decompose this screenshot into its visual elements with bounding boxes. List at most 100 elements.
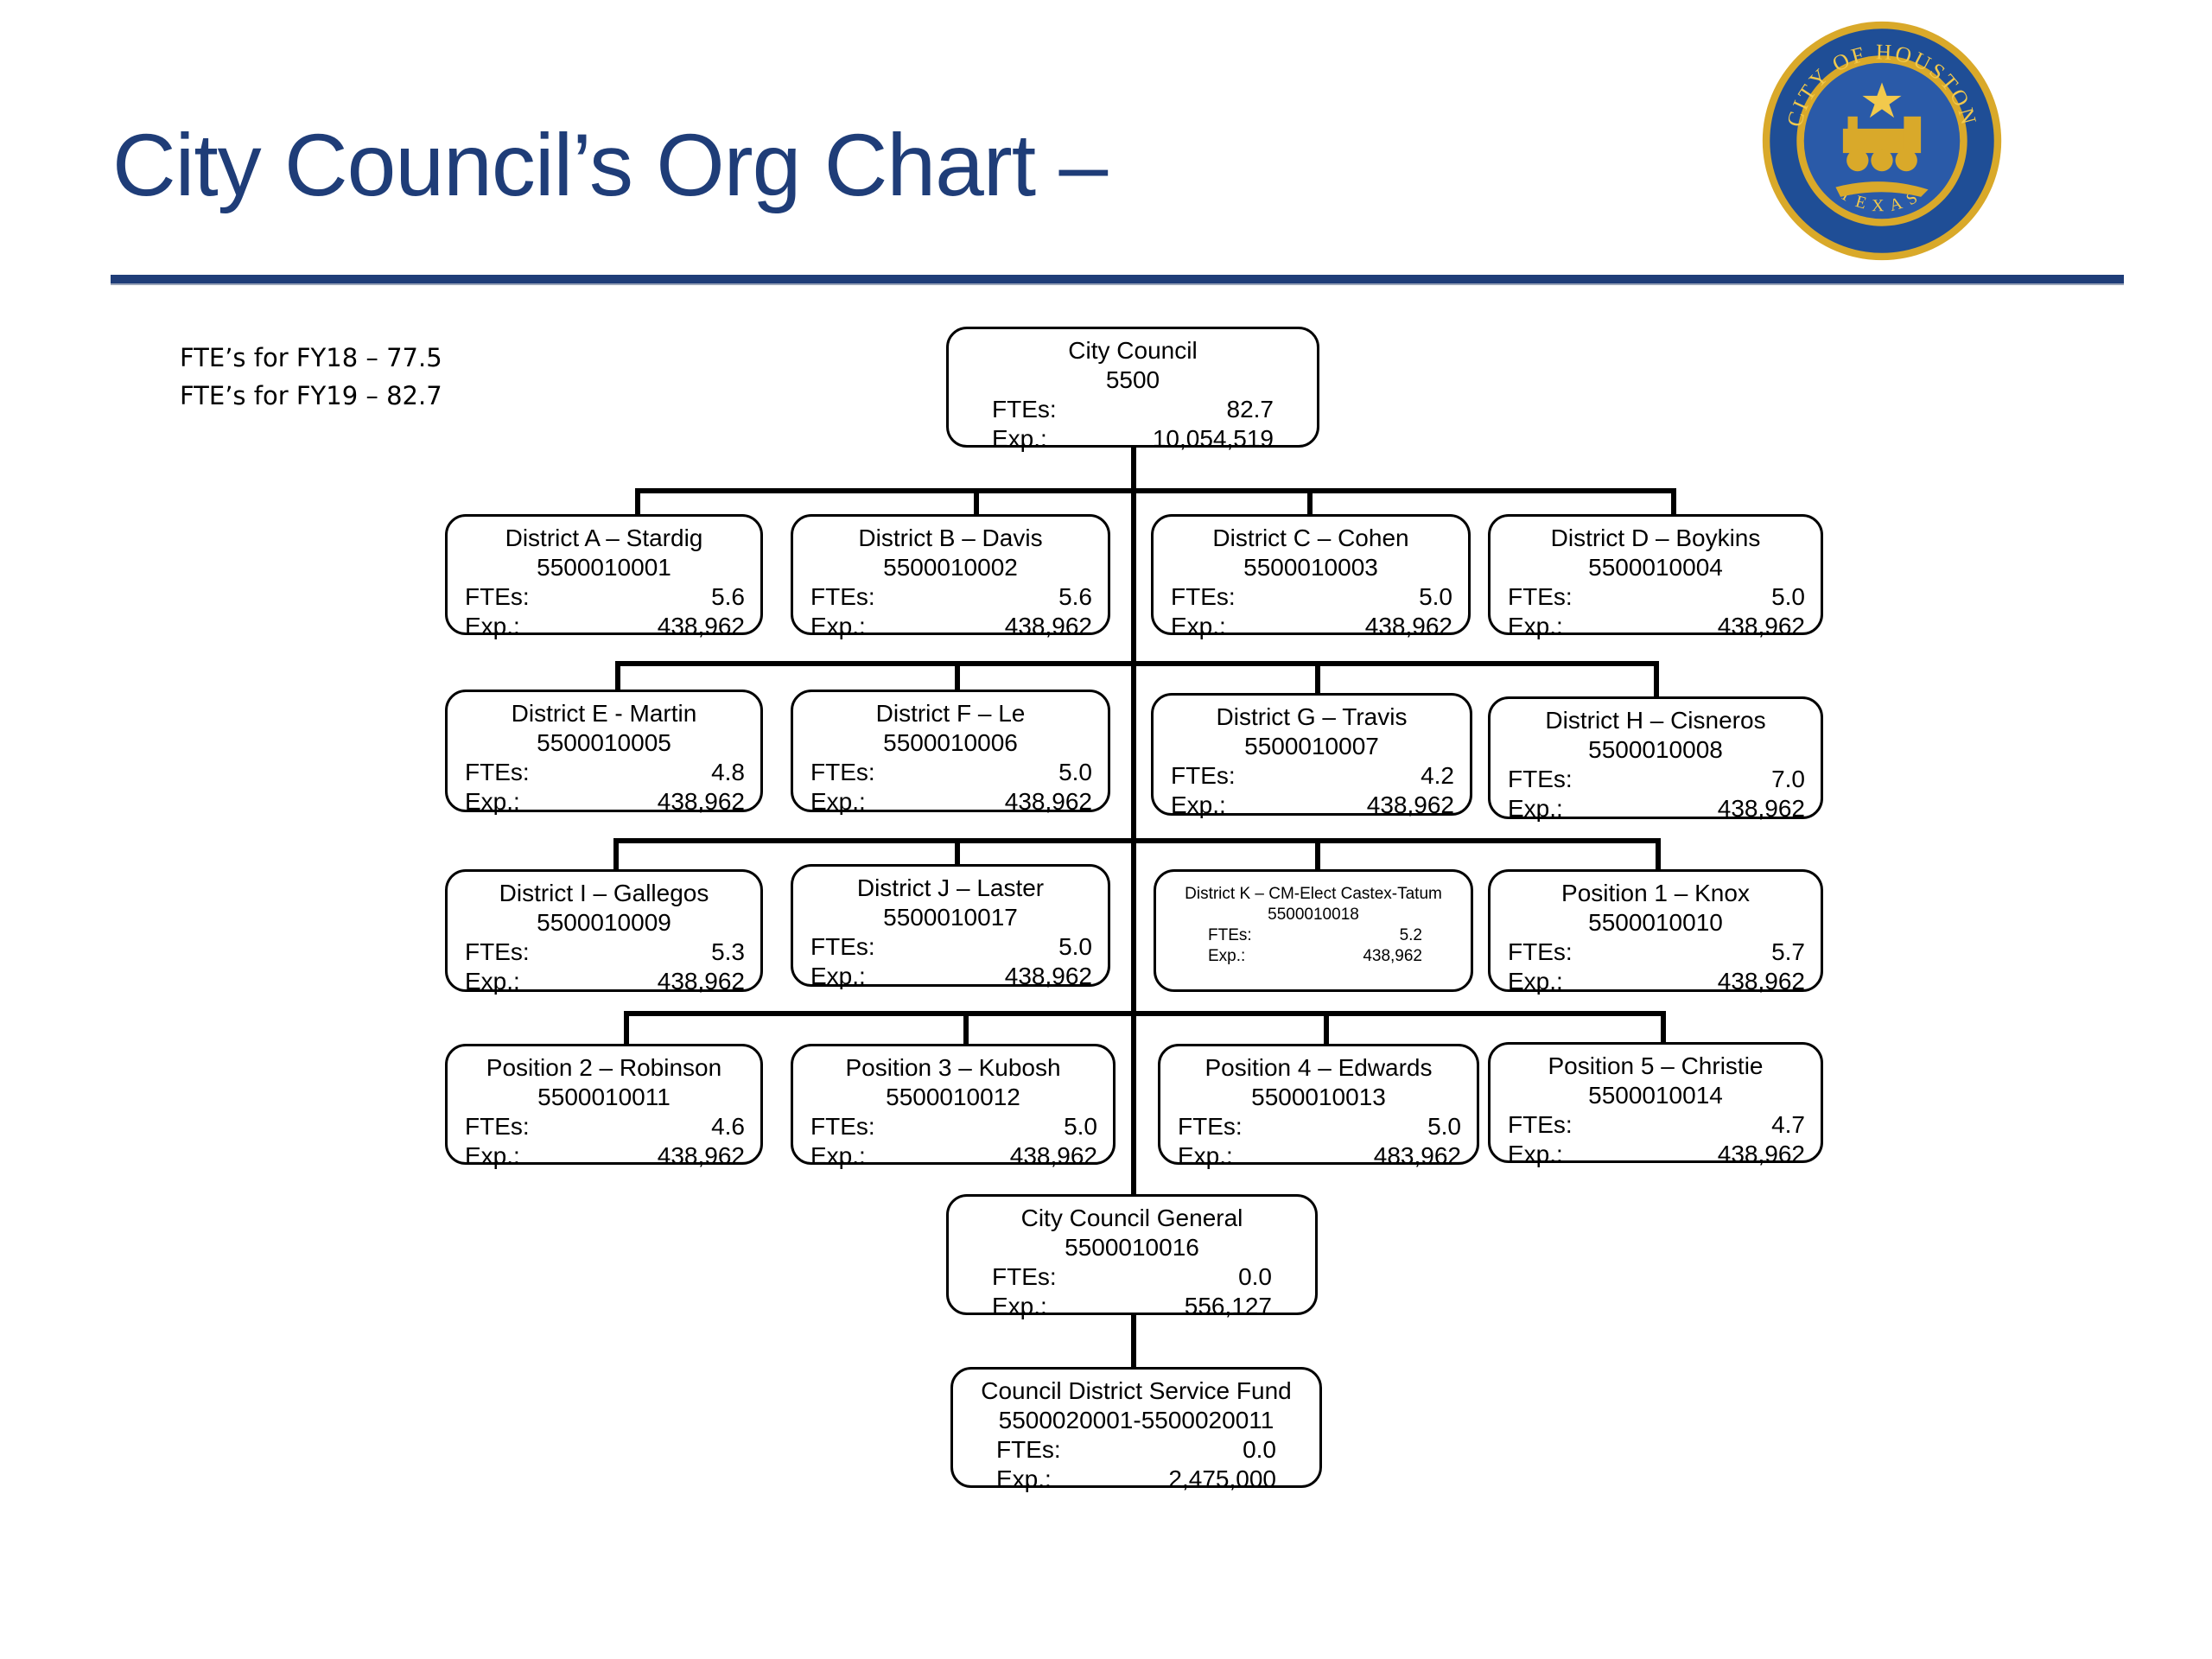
node-exp-row: Exp.: 438,962 <box>1491 794 1821 823</box>
node-name: District I – Gallegos <box>499 880 709 906</box>
exp-value: 438,962 <box>657 613 745 639</box>
exp-value: 438,962 <box>1366 791 1454 818</box>
node-code: 5500 <box>1105 366 1160 393</box>
ftes-label: FTEs: <box>1171 583 1236 610</box>
node-code: 5500010010 <box>1588 909 1723 936</box>
node-name: Position 4 – Edwards <box>1205 1054 1433 1081</box>
ftes-value: 5.6 <box>1058 583 1092 610</box>
org-node-position-3: Position 3 – Kubosh 5500010012 FTEs:5.0 … <box>791 1044 1116 1169</box>
exp-value: 438,962 <box>1004 963 1092 989</box>
node-exp-row: Exp.:483,962 <box>1160 1141 1477 1171</box>
exp-value: 438,962 <box>657 788 745 815</box>
exp-label: Exp.: <box>1208 947 1246 965</box>
ftes-label: FTEs: <box>1508 1111 1573 1138</box>
exp-label: Exp.: <box>810 613 866 639</box>
org-node-district-e: District E - Martin 5500010005 FTEs:4.8 … <box>445 690 763 815</box>
node-exp-row: Exp.: 438,962 <box>793 612 1108 641</box>
ftes-label: FTEs: <box>992 1263 1057 1290</box>
node-code: 5500010012 <box>886 1084 1020 1110</box>
org-node-district-b: District B – Davis 5500010002 FTEs:5.6 E… <box>791 514 1110 639</box>
node-name: City Council <box>1068 337 1198 364</box>
org-node-position-1: Position 1 – Knox 5500010010 FTEs:5.7 Ex… <box>1488 869 1823 995</box>
exp-value: 2,475,000 <box>1168 1465 1276 1492</box>
node-ftes-row: FTEs:5.0 <box>793 932 1108 962</box>
node-exp-row: Exp.:438,962 <box>1154 791 1470 820</box>
exp-value: 438,962 <box>1717 795 1805 822</box>
node-ftes-row: FTEs:5.6 <box>793 582 1108 612</box>
page-title: City Council’s Org Chart – <box>112 116 1108 214</box>
ftes-value: 5.0 <box>1058 759 1092 785</box>
org-node-district-i: District I – Gallegos 5500010009 FTEs:5.… <box>445 869 763 995</box>
exp-label: Exp.: <box>996 1465 1052 1492</box>
exp-label: Exp.: <box>1178 1142 1233 1169</box>
node-exp-row: Exp.:556,127 <box>949 1292 1315 1321</box>
node-ftes-row: FTEs:4.7 <box>1491 1110 1821 1140</box>
node-name: District C – Cohen <box>1212 524 1409 551</box>
ftes-label: FTEs: <box>1178 1113 1243 1140</box>
ftes-value: 5.0 <box>1771 583 1805 610</box>
ftes-label: FTEs: <box>1208 926 1252 944</box>
node-name: Council District Service Fund <box>981 1377 1292 1404</box>
node-ftes-row: FTEs:5.3 <box>448 938 760 967</box>
node-name: District F – Le <box>875 700 1026 727</box>
org-node-district-j: District J – Laster 5500010017 FTEs:5.0 … <box>791 864 1110 989</box>
node-ftes-row: FTEs:5.0 <box>793 758 1108 787</box>
org-node-service-fund: Council District Service Fund 5500020001… <box>950 1367 1322 1492</box>
exp-label: Exp.: <box>465 1142 520 1169</box>
node-exp-row: Exp.: 10,054,519 <box>949 424 1317 454</box>
exp-value: 438,962 <box>1717 613 1805 639</box>
ftes-label: FTEs: <box>1508 766 1573 792</box>
node-name: District G – Travis <box>1216 703 1408 730</box>
org-node-position-2: Position 2 – Robinson 5500010011 FTEs:4.… <box>445 1044 763 1169</box>
node-ftes-row: FTEs:82.7 <box>949 395 1317 424</box>
ftes-label: FTEs: <box>465 583 530 610</box>
exp-value: 438,962 <box>657 968 745 995</box>
node-ftes-row: FTEs:5.0 <box>1491 582 1821 612</box>
ftes-label: FTEs: <box>992 396 1057 423</box>
exp-value: 556,127 <box>1184 1293 1272 1319</box>
exp-value: 10,054,519 <box>1152 425 1274 452</box>
node-ftes-row: FTEs:0.0 <box>949 1262 1315 1292</box>
ftes-label: FTEs: <box>465 759 530 785</box>
node-code: 5500010009 <box>537 909 671 936</box>
ftes-label: FTEs: <box>996 1436 1061 1463</box>
node-ftes-row: FTEs:4.6 <box>448 1112 760 1141</box>
node-exp-row: Exp.:438,962 <box>1491 612 1821 641</box>
node-exp-row: Exp.: 2,475,000 <box>953 1465 1319 1494</box>
exp-value: 438,962 <box>1004 788 1092 815</box>
node-code: 5500010018 <box>1268 906 1359 924</box>
node-ftes-row: FTEs:4.2 <box>1154 761 1470 791</box>
node-ftes-row: FTEs: 4.8 <box>448 758 760 787</box>
exp-label: Exp.: <box>810 963 866 989</box>
node-code: 5500010007 <box>1244 733 1379 760</box>
exp-value: 438,962 <box>657 1142 745 1169</box>
node-exp-row: Exp.:438,962 <box>793 787 1108 817</box>
node-code: 5500010011 <box>537 1084 671 1110</box>
exp-value: 438,962 <box>1004 613 1092 639</box>
node-exp-row: Exp.:438,962 <box>448 967 760 996</box>
ftes-value: 4.8 <box>711 759 745 785</box>
exp-label: Exp.: <box>1508 795 1563 822</box>
ftes-label: FTEs: <box>1508 938 1573 965</box>
ftes-label: FTEs: <box>1171 762 1236 789</box>
exp-value: 438,962 <box>1009 1142 1097 1169</box>
org-node-city-council: City Council 5500 FTEs:82.7 Exp.: 10,054,… <box>946 327 1319 452</box>
ftes-value: 5.6 <box>711 583 745 610</box>
org-node-district-h: District H – Cisneros 5500010008 FTEs:7.… <box>1488 696 1823 822</box>
org-node-position-5: Position 5 – Christie 5500010014 FTEs:4.… <box>1488 1042 1823 1167</box>
node-name: District K – CM-Elect Castex-Tatum <box>1185 885 1442 903</box>
node-code: 5500010017 <box>883 904 1018 931</box>
node-name: City Council General <box>1020 1205 1243 1231</box>
exp-label: Exp.: <box>1508 1141 1563 1167</box>
exp-label: Exp.: <box>810 1142 866 1169</box>
node-exp-row: Exp.:438,962 <box>1491 1140 1821 1169</box>
org-node-district-g: District G – Travis 5500010007 FTEs:4.2 … <box>1151 693 1472 818</box>
exp-label: Exp.: <box>1508 968 1563 995</box>
node-name: District J – Laster <box>856 874 1045 901</box>
ftes-value: 0.0 <box>1243 1436 1276 1463</box>
exp-value: 438,962 <box>1364 613 1452 639</box>
node-code: 5500010013 <box>1251 1084 1386 1110</box>
exp-label: Exp.: <box>992 425 1047 452</box>
node-name: Position 5 – Christie <box>1548 1052 1764 1079</box>
